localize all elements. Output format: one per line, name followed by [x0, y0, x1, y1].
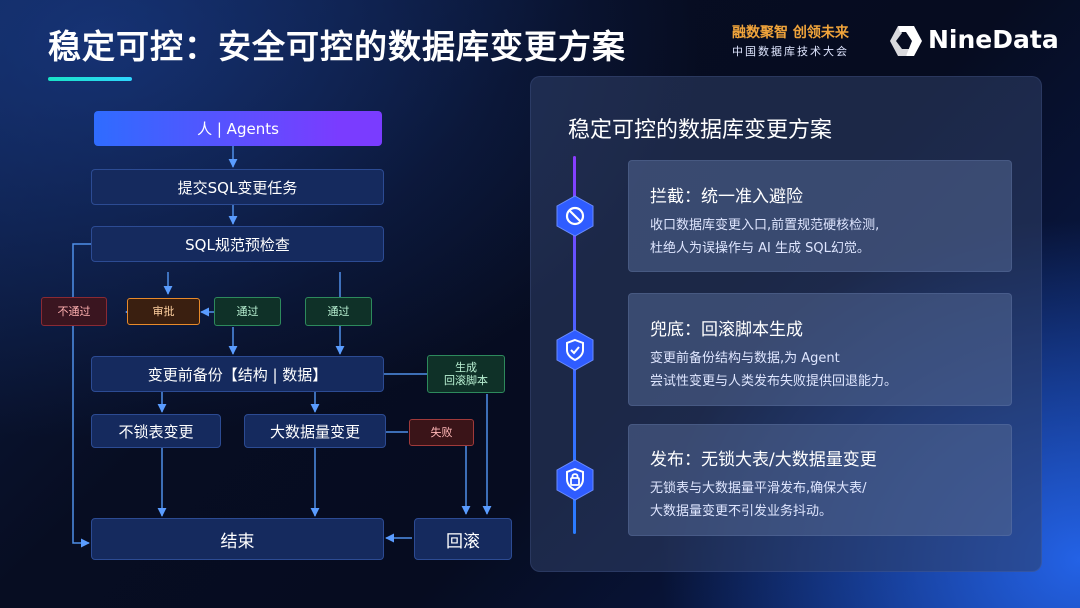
rollback-node: 回滚: [414, 518, 512, 560]
card-intercept-title: 拦截：统一准入避险: [650, 187, 803, 207]
tag-gen-rollback-line1: 生成: [455, 361, 477, 374]
backup-node: 变更前备份【结构 | 数据】: [91, 356, 384, 392]
ban-icon: [556, 195, 594, 237]
title-underline: [48, 77, 132, 81]
sql-precheck-node: SQL规范预检查: [91, 226, 384, 262]
panel-title: 稳定可控的数据库变更方案: [568, 118, 833, 143]
page-title: 稳定可控：安全可控的数据库变更方案: [48, 27, 626, 66]
card-intercept: [628, 160, 1012, 272]
card-fallback-desc-2: 尝试性变更与人类发布失败提供回退能力。: [650, 374, 898, 389]
conference-name: 中国数据库技术大会: [732, 45, 849, 58]
logo-text: NineData: [928, 25, 1059, 54]
tag-gen-rollback-line2: 回滚脚本: [444, 374, 488, 387]
tag-fail: 失败: [409, 419, 474, 446]
tag-reject: 不通过: [41, 297, 107, 326]
bigdata-change-node: 大数据量变更: [244, 414, 386, 448]
submit-sql-node: 提交SQL变更任务: [91, 169, 384, 205]
conference-slogan: 融数聚智 创领未来: [732, 25, 849, 41]
shield-check-icon: [556, 329, 594, 371]
tag-pass-right: 通过: [305, 297, 372, 326]
ninedata-logo-icon: [890, 26, 922, 56]
lock-shield-icon: [556, 459, 594, 501]
tag-gen-rollback-script: 生成 回滚脚本: [427, 355, 505, 393]
card-fallback-desc-1: 变更前备份结构与数据,为 Agent: [650, 351, 840, 366]
card-intercept-desc-2: 杜绝人为误操作与 AI 生成 SQL幻觉。: [650, 241, 870, 256]
tag-approve: 审批: [127, 298, 200, 325]
card-release-title: 发布：无锁大表/大数据量变更: [650, 450, 877, 470]
card-release-desc-2: 大数据量变更不引发业务抖动。: [650, 504, 833, 519]
card-fallback: [628, 293, 1012, 406]
nolock-change-node: 不锁表变更: [91, 414, 221, 448]
agents-node: 人 | Agents: [94, 111, 382, 146]
card-release-desc-1: 无锁表与大数据量平滑发布,确保大表/: [650, 481, 867, 496]
card-fallback-title: 兜底：回滚脚本生成: [650, 320, 803, 340]
card-intercept-desc-1: 收口数据库变更入口,前置规范硬核检测,: [650, 218, 880, 233]
tag-pass-left: 通过: [214, 297, 281, 326]
end-node: 结束: [91, 518, 384, 560]
card-release: [628, 424, 1012, 536]
